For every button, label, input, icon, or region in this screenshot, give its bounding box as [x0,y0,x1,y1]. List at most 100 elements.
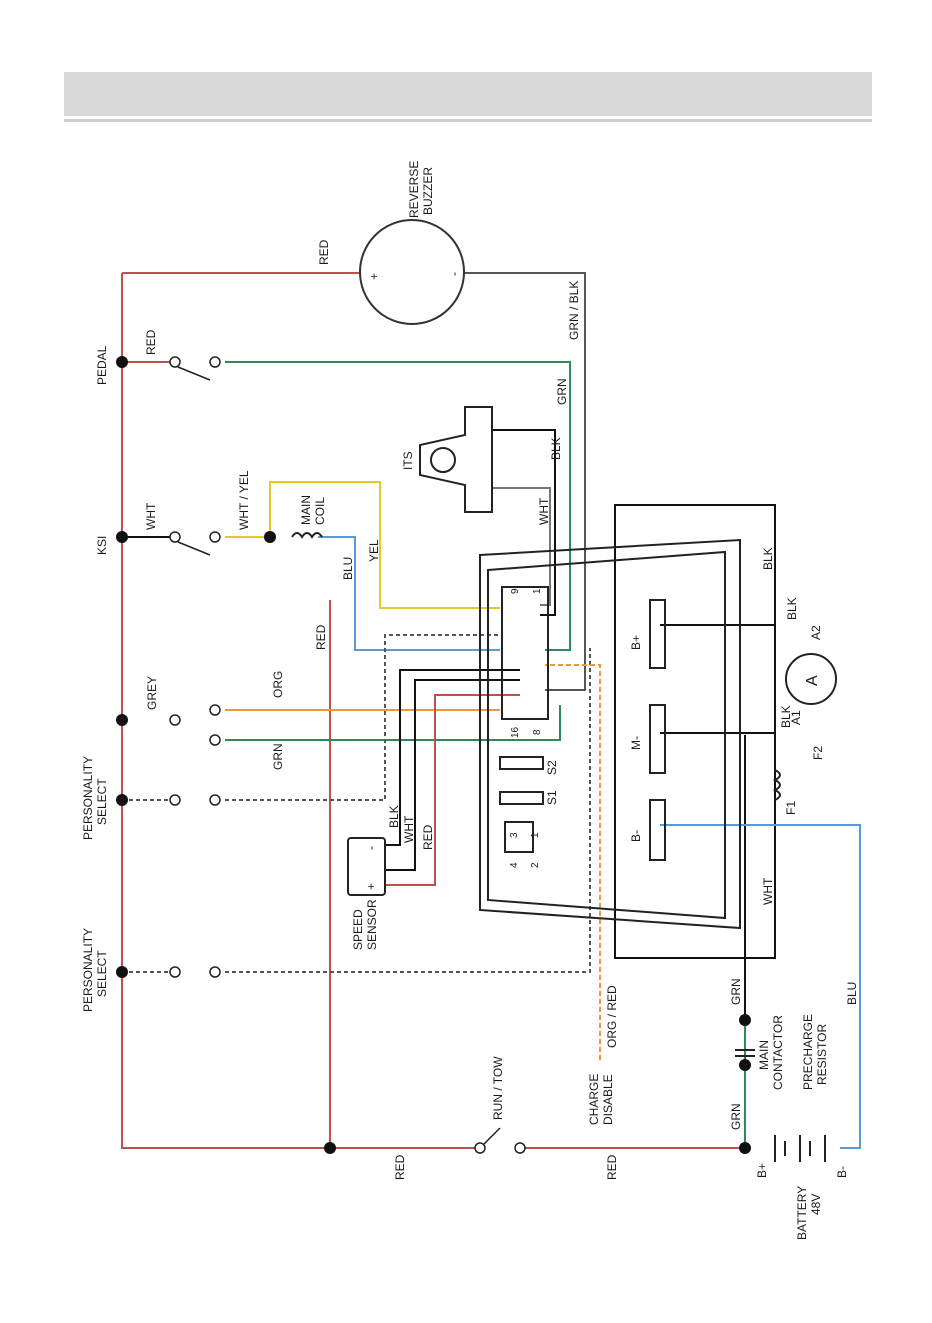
wl-wht-yel: WHT / YEL [237,470,251,530]
wire-wht-yel [225,481,500,609]
label-pin-8: 8 [532,729,543,735]
wire-sensor-blk [385,669,520,846]
wl-wht-ksi: WHT [144,502,158,530]
wl-blk-sensor: BLK [387,805,401,828]
label-speed-sensor-2: SENSOR [365,899,379,950]
reverse-buzzer [359,219,465,325]
speed-sensor [347,837,386,896]
label-sensor-plus: + [364,883,378,890]
junctions [116,356,751,1154]
wl-blk-a2: BLK [785,597,799,620]
switch-pedal-lever [177,366,211,381]
label-its: ITS [401,451,415,470]
switch-tow-a [474,1142,486,1154]
junction-contactor-top [739,1014,751,1026]
wl-wht-sensor: WHT [402,815,416,843]
wire-sensor-wht [385,679,520,871]
battery [774,1135,826,1162]
junction-pedal [116,356,128,368]
connector-4pin [504,821,534,853]
label-charge-disable-2: DISABLE [601,1074,615,1125]
main-coil [291,532,323,539]
connector-s2 [499,756,544,770]
wire-blu-coil [318,536,500,651]
wl-grn-its: GRN [555,378,569,405]
switch-ksi-a [169,531,181,543]
junction-contactor-bot [739,1059,751,1071]
connector-16pin [501,586,549,720]
switch-pedal-a [169,356,181,368]
wire-its-wht [492,487,551,606]
label-ps1-1: PERSONALITY [81,756,95,840]
label-mp-1: 1 [530,832,541,838]
label-main-contactor-1: MAIN [757,1040,771,1070]
connector-s1 [499,791,544,805]
label-batt-b-minus: B- [835,1166,849,1178]
label-a1: A1 [789,710,803,725]
switch-grey-b [209,704,221,716]
label-mp-2: 2 [530,862,541,868]
junction-coil [264,531,276,543]
junction-ps1 [116,794,128,806]
switch-ps2-a [169,966,181,978]
wl-org-red: ORG / RED [605,985,619,1048]
label-precharge-2: RESISTOR [815,1024,829,1085]
switch-ps2-b [209,966,221,978]
switch-ps1-b [209,794,221,806]
wire-personality-1 [122,634,500,801]
label-f2: F2 [811,746,825,760]
label-s1: S1 [545,790,559,805]
switch-tow-lever [483,1127,501,1145]
wl-red-main: RED [314,624,328,650]
wire-org-red [545,664,601,1060]
label-main-coil-1: MAIN [299,495,313,525]
junction-ksi [116,531,128,543]
wl-blu-bottom: BLU [845,982,859,1005]
wire-personality-2 [122,648,591,973]
wl-blk-a1: BLK [779,705,793,728]
label-a2: A2 [809,625,823,640]
label-battery-1: BATTERY [795,1186,809,1240]
label-buzzer-plus: + [367,273,381,280]
wl-grn: GRN [271,743,285,770]
label-ps2-2: SELECT [95,950,109,997]
label-motor-a: A [804,675,821,686]
field-coil [772,769,781,801]
controller [479,538,741,930]
label-mp-3: 3 [509,832,520,838]
terminal-b-plus [649,599,666,669]
label-reverse-buzzer-1: REVERSE [407,161,421,218]
junction-ps2 [116,966,128,978]
wl-grn-contactor-top: GRN [729,978,743,1005]
label-s2: S2 [545,760,559,775]
switch-tow-b [514,1142,526,1154]
junction-red-tow [324,1142,336,1154]
label-reverse-buzzer-2: BUZZER [421,167,435,215]
label-pedal: PEDAL [95,345,109,385]
switch-ksi-lever [177,541,211,556]
label-precharge-1: PRECHARGE [801,1014,815,1090]
label-buzzer-minus: - [447,272,461,276]
wire-sensor-red [385,694,520,886]
wl-yel-coil: YEL [367,539,381,562]
label-f1: F1 [784,801,798,815]
switch-grey-a [169,714,181,726]
label-main-coil-2: COIL [313,497,327,525]
wl-blu-coil: BLU [341,557,355,580]
wl-wht-its: WHT [537,497,551,525]
wl-red-sensor: RED [421,824,435,850]
wl-blk-right: BLK [761,547,775,570]
header-bar [64,72,872,116]
wire-grn-pedal [225,361,571,651]
wl-red-pedal: RED [144,329,158,355]
switch-grey-c [209,734,221,746]
label-pin-9: 9 [510,588,521,594]
wire-grn-blk [455,272,586,691]
wire-grn [225,705,561,741]
its-sensor [419,406,493,513]
wl-org: ORG [271,671,285,698]
motor [785,653,837,705]
label-batt-b-plus: B+ [755,1163,769,1178]
label-sensor-minus: - [364,846,378,850]
